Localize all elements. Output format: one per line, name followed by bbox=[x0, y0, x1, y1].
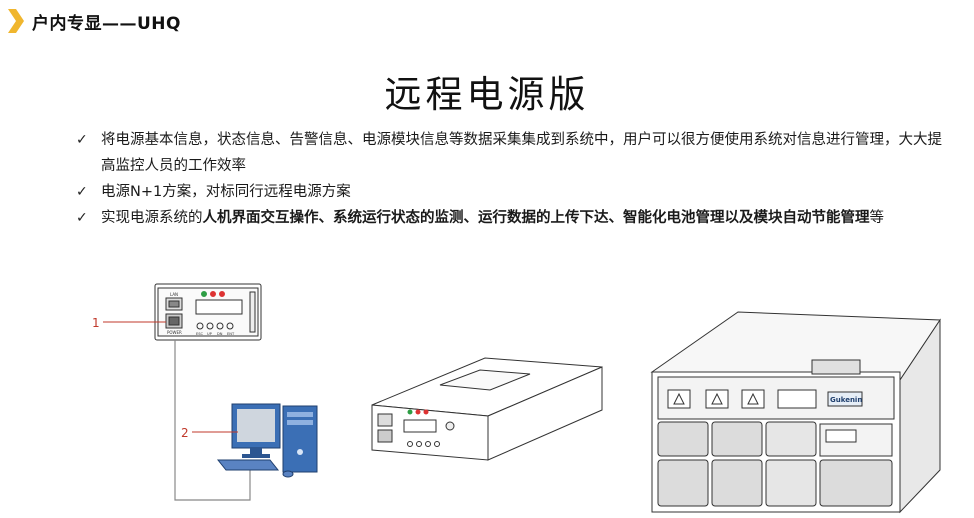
rack-brand-label: Gukenin bbox=[830, 396, 862, 404]
computer-icon bbox=[216, 403, 318, 478]
power-label: POWER bbox=[167, 330, 182, 335]
bullet-text-prefix: 实现电源系统的 bbox=[101, 210, 203, 226]
bullet-text: 电源N+1方案，对标同行远程电源方案 bbox=[101, 184, 351, 200]
header-title: 户内专显——UHQ bbox=[32, 13, 181, 34]
power-module-3d bbox=[371, 357, 603, 461]
bullet-text: 将电源基本信息，状态信息、告警信息、电源模块信息等数据采集集成到系统中，用户可以… bbox=[101, 132, 942, 174]
button-label-dn: DN bbox=[217, 332, 223, 336]
callout-label-1: 1 bbox=[92, 316, 100, 330]
bullet-text-suffix: 等 bbox=[869, 210, 885, 226]
bullet-text-bold: 人机界面交互操作、系统运行状态的监测、运行数据的上传下达、智能化电池管理以及模块… bbox=[202, 210, 870, 226]
lan-label: LAN bbox=[170, 292, 178, 297]
button-label-up: UP bbox=[207, 332, 213, 336]
bullet-item: ✓ 将电源基本信息，状态信息、告警信息、电源模块信息等数据采集集成到系统中，用户… bbox=[76, 127, 956, 179]
check-icon: ✓ bbox=[76, 184, 88, 200]
button-label-ent: ENT bbox=[227, 332, 235, 336]
header-bar: 户内专显——UHQ bbox=[6, 6, 181, 36]
network-cable bbox=[174, 340, 251, 501]
power-rack-3d bbox=[650, 311, 941, 514]
bullet-item: ✓ 实现电源系统的人机界面交互操作、系统运行状态的监测、运行数据的上传下达、智能… bbox=[76, 205, 956, 231]
bullet-item: ✓ 电源N+1方案，对标同行远程电源方案 bbox=[76, 179, 956, 205]
check-icon: ✓ bbox=[76, 132, 88, 148]
callout-label-2: 2 bbox=[181, 426, 189, 440]
slide-title: 远程电源版 bbox=[384, 73, 590, 116]
chevron-right-icon bbox=[8, 9, 24, 33]
button-label-esc: ESC bbox=[196, 332, 204, 336]
check-icon: ✓ bbox=[76, 210, 88, 226]
bullet-list: ✓ 将电源基本信息，状态信息、告警信息、电源模块信息等数据采集集成到系统中，用户… bbox=[76, 127, 956, 231]
module-front-panel bbox=[154, 283, 262, 341]
